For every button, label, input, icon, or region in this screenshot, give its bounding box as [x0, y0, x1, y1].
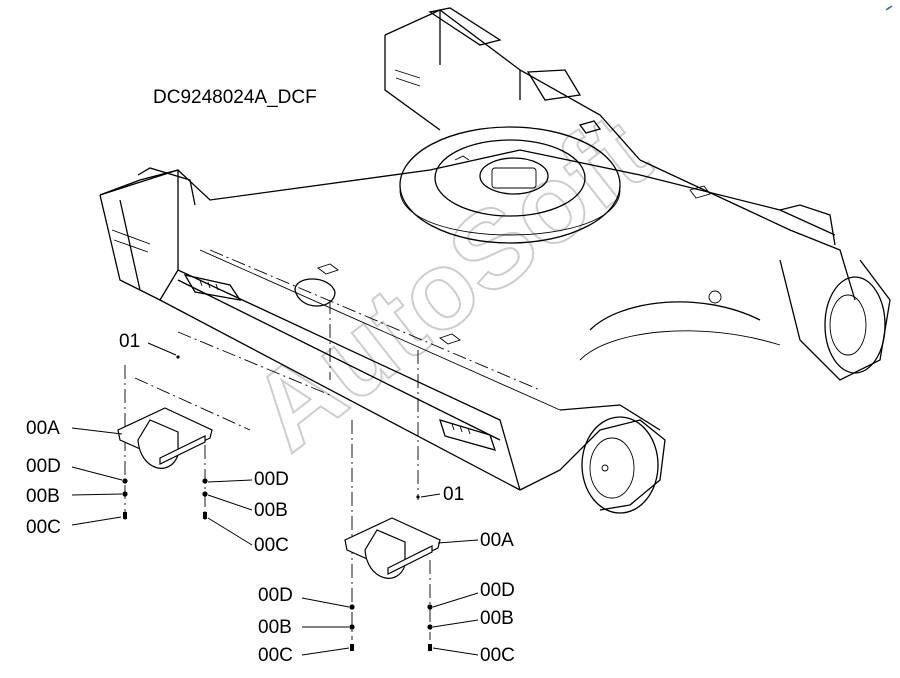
callout-00D-mid: 00D: [254, 469, 289, 490]
callout-00C-bottom: 00C: [258, 645, 293, 666]
watermark-text: AutoSoft: [229, 91, 671, 474]
callout-00D-right: 00D: [480, 580, 515, 601]
callout-01-right: 01: [443, 484, 464, 505]
callout-00C-right: 00C: [480, 645, 515, 666]
callout-00D-left: 00D: [26, 456, 61, 477]
callout-01-left: 01: [119, 331, 140, 352]
watermark: AutoSoft: [228, 90, 672, 475]
guard-assembly-left: [117, 355, 213, 519]
drawing-id: DC9248024A_DCF: [153, 87, 317, 108]
callout-00B-right: 00B: [480, 608, 514, 629]
callout-00A-left: 00A: [26, 418, 60, 439]
callout-00C-left: 00C: [26, 517, 61, 538]
callout-labels: 01 00A 00D 00B 00C 00D 00B 00C 01 00A 00…: [26, 331, 515, 666]
corner-mark: [885, 5, 893, 11]
callout-00B-left: 00B: [26, 486, 60, 507]
callout-00C-mid: 00C: [254, 535, 289, 556]
guard-assembly-right: [344, 495, 441, 651]
callout-00A-right: 00A: [480, 530, 514, 551]
leader-lines: [71, 342, 479, 656]
callout-00D-bottom: 00D: [258, 585, 293, 606]
callout-00B-mid: 00B: [254, 500, 288, 521]
callout-00B-bottom: 00B: [258, 617, 292, 638]
track-frame: [99, 7, 891, 514]
